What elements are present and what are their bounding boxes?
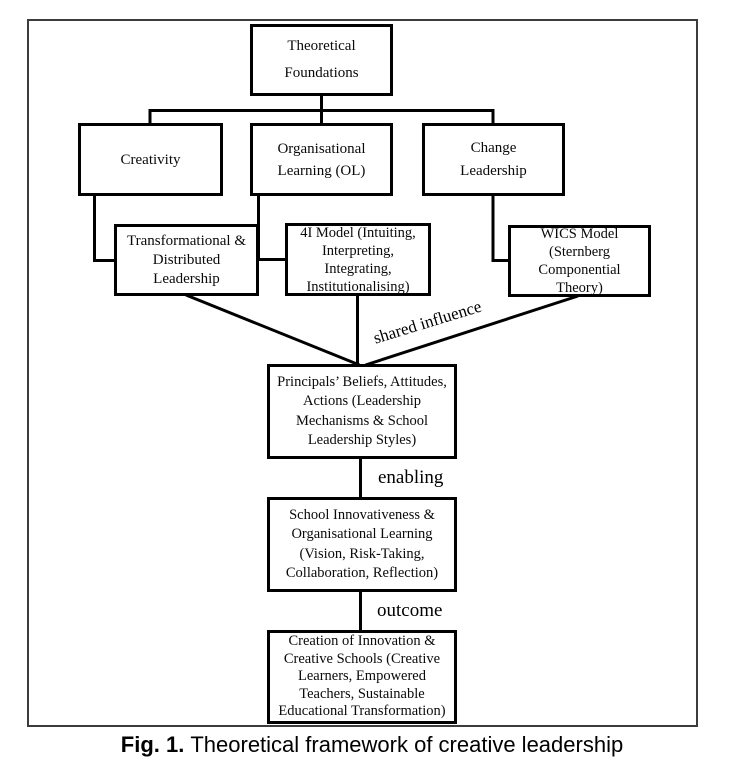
node-wics-model-label: WICS Model (Sternberg Componential Theor… (538, 226, 621, 296)
node-wics-model: WICS Model (Sternberg Componential Theor… (508, 225, 651, 297)
figure-caption: Fig. 1.Theoretical framework of creative… (0, 732, 744, 758)
node-principals-beliefs: Principals’ Beliefs, Attitudes, Actions … (267, 364, 457, 459)
edge-label-outcome: outcome (377, 600, 443, 621)
node-creation-of-innovation-label: Creation of Innovation & Creative School… (278, 633, 446, 720)
node-change-leadership-label: Change Leadership (460, 139, 527, 179)
node-change-leadership: Change Leadership (422, 123, 565, 196)
node-school-innovativeness-label: School Innovativeness & Organisational L… (285, 506, 439, 582)
node-creativity: Creativity (78, 123, 223, 196)
node-school-innovativeness: School Innovativeness & Organisational L… (267, 497, 457, 592)
figure-caption-number: Fig. 1. (120, 732, 185, 757)
node-4i-model-label: 4I Model (Intuiting, Interpreting, Integ… (300, 224, 416, 295)
node-transformational-distributed-leadership-label: Transformational & Distributed Leadershi… (126, 232, 247, 287)
node-theoretical-foundations: Theoretical Foundations (250, 24, 393, 96)
node-4i-model: 4I Model (Intuiting, Interpreting, Integ… (285, 223, 431, 296)
node-principals-beliefs-label: Principals’ Beliefs, Attitudes, Actions … (277, 373, 447, 449)
node-creativity-label: Creativity (120, 151, 181, 168)
node-creation-of-innovation: Creation of Innovation & Creative School… (267, 630, 457, 724)
node-theoretical-foundations-label: Theoretical Foundations (284, 38, 359, 81)
edge-label-enabling: enabling (378, 467, 444, 488)
node-transformational-distributed-leadership: Transformational & Distributed Leadershi… (114, 224, 259, 296)
node-organisational-learning: Organisational Learning (OL) (250, 123, 393, 196)
node-organisational-learning-label: Organisational Learning (OL) (277, 140, 366, 179)
figure-caption-text: Theoretical framework of creative leader… (190, 732, 624, 757)
